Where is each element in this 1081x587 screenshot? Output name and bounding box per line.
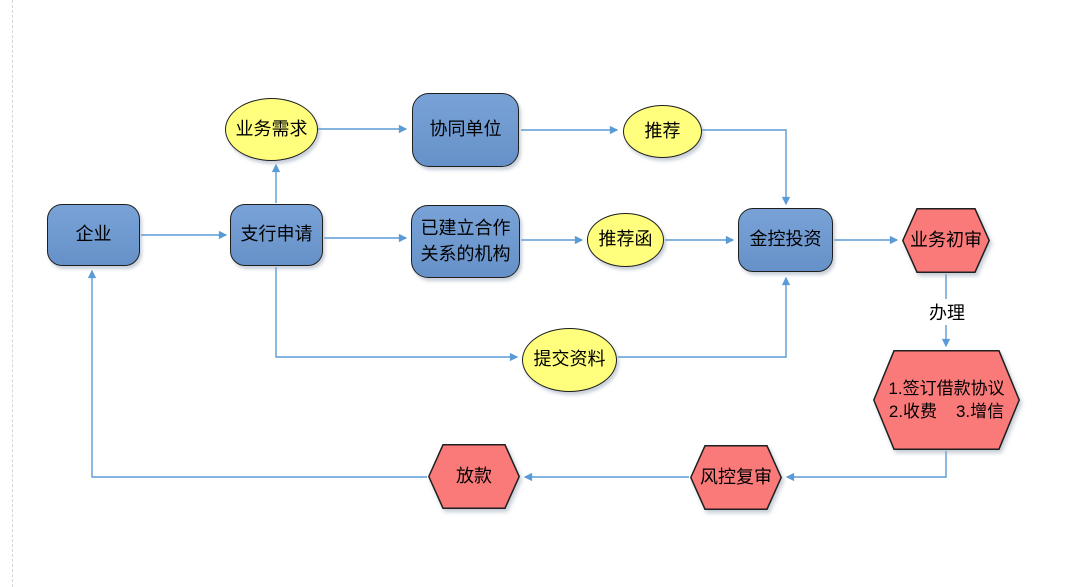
hexagon-shape bbox=[873, 350, 1020, 450]
node-risk-control-review-label: 风控复审 bbox=[700, 466, 772, 487]
node-submit-materials[interactable]: 提交资料 bbox=[522, 328, 617, 392]
node-jinkong-investment-label: 金控投资 bbox=[749, 229, 822, 250]
node-preliminary-review[interactable]: 业务初审 bbox=[902, 208, 990, 273]
node-business-demand[interactable]: 业务需求 bbox=[225, 98, 318, 161]
node-branch-application-label: 支行申请 bbox=[240, 224, 313, 245]
node-enterprise-label: 企业 bbox=[75, 224, 112, 245]
hexagon-shape bbox=[902, 208, 990, 273]
edge-tijiao-jinkong bbox=[618, 276, 791, 358]
node-loan-disbursement-label: 放款 bbox=[456, 465, 492, 486]
hexagon-shape bbox=[428, 444, 520, 509]
edge-zhihang-tijiao bbox=[275, 267, 519, 362]
edge-label-handle: 办理 bbox=[926, 299, 968, 325]
node-recommend-label: 推荐 bbox=[644, 120, 681, 141]
node-loan-disbursement[interactable]: 放款 bbox=[428, 444, 520, 509]
node-collaborating-unit-label: 协同单位 bbox=[429, 119, 502, 140]
node-collaborating-unit[interactable]: 协同单位 bbox=[412, 93, 519, 167]
node-recommendation-letter-label: 推荐函 bbox=[598, 229, 653, 250]
node-submit-materials-label: 提交资料 bbox=[533, 349, 606, 370]
node-enterprise[interactable]: 企业 bbox=[47, 204, 140, 266]
node-established-partner-institution[interactable]: 已建立合作关系的机构 bbox=[411, 205, 520, 278]
node-branch-application[interactable]: 支行申请 bbox=[230, 204, 323, 266]
edge-tuijian-jinkong bbox=[702, 129, 791, 206]
node-recommend[interactable]: 推荐 bbox=[623, 105, 702, 158]
node-preliminary-review-label: 业务初审 bbox=[910, 229, 982, 250]
node-established-partner-institution-label: 已建立合作关系的机构 bbox=[420, 218, 511, 264]
hexagon-shape bbox=[690, 445, 782, 510]
edge-qianding-fengkong bbox=[785, 451, 947, 482]
edge-fangkuan-qiye bbox=[87, 269, 427, 478]
page-break-dashed-line bbox=[12, 0, 13, 587]
node-business-demand-label: 业务需求 bbox=[235, 118, 308, 139]
node-recommendation-letter[interactable]: 推荐函 bbox=[587, 213, 664, 267]
node-jinkong-investment[interactable]: 金控投资 bbox=[738, 208, 833, 272]
node-risk-control-review[interactable]: 风控复审 bbox=[690, 445, 782, 510]
